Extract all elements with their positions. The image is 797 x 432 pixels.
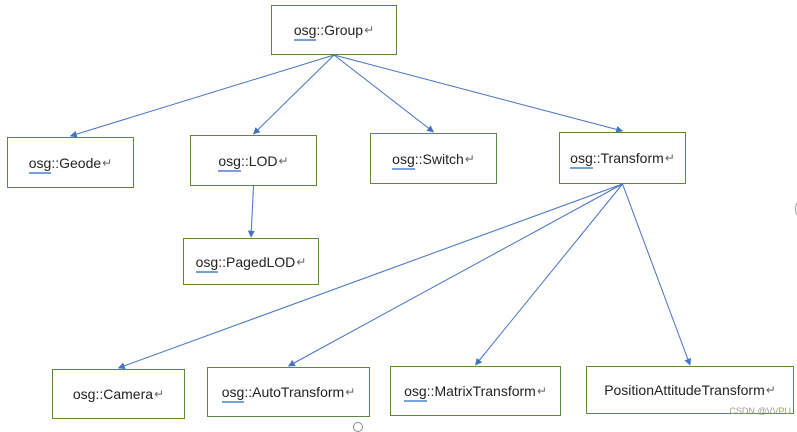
- node-label-prefix: osg: [293, 22, 317, 41]
- spellcheck-underline: [221, 401, 245, 403]
- node-osg-transform: osg::Transform↵: [559, 132, 686, 184]
- watermark: CSDN @VVPU: [729, 406, 791, 416]
- circle-fragment-icon: [353, 422, 363, 432]
- connector-group-to-geode: [69, 54, 335, 138]
- node-label: ::PagedLOD: [218, 253, 296, 270]
- connector-transform-to-pat: [622, 183, 692, 366]
- node-osg-camera: osg::Camera↵: [52, 369, 185, 419]
- connector-group-to-lod: [253, 54, 335, 135]
- spellcheck-underline: [570, 167, 593, 169]
- paragraph-mark: ↵: [464, 151, 475, 166]
- node-label: ::Geode: [51, 154, 102, 171]
- spellcheck-underline: [293, 39, 317, 41]
- node-osg-matrixtransform: osg::MatrixTransform↵: [390, 366, 561, 416]
- connector-group-to-switch: [333, 54, 435, 133]
- node-osg-lod: osg::LOD↵: [190, 135, 317, 186]
- node-label: ::Transform: [592, 150, 664, 166]
- node-label-prefix: osg: [404, 383, 427, 402]
- node-label-prefix: osg: [392, 151, 415, 170]
- node-label-prefix: osg: [28, 155, 52, 174]
- node-label-prefix: osg: [195, 254, 219, 273]
- node-label: ::Group: [316, 22, 364, 38]
- spellcheck-underline: [392, 167, 415, 170]
- paragraph-mark: ↵: [765, 383, 776, 397]
- node-osg-geode: osg::Geode↵: [7, 137, 134, 188]
- node-label: ::AutoTransform: [244, 384, 345, 400]
- connector-transform-to-autotransform: [287, 183, 623, 367]
- paragraph-mark: ↵: [296, 254, 307, 269]
- paragraph-mark: ↵: [345, 385, 356, 399]
- paragraph-mark: ↵: [102, 155, 113, 170]
- node-label: ::Switch: [414, 150, 464, 167]
- node-label: osg::Camera: [72, 386, 154, 402]
- spellcheck-underline: [218, 169, 241, 172]
- connector-transform-to-camera: [117, 183, 623, 370]
- node-label-prefix: osg: [570, 150, 593, 169]
- node-position-attitude-transform: PositionAttitudeTransform↵: [586, 366, 794, 414]
- edge-fragment-icon: [795, 203, 797, 215]
- node-label-prefix: osg: [221, 384, 245, 403]
- paragraph-mark: ↵: [364, 23, 375, 37]
- connector-transform-to-matrixtransform: [475, 183, 623, 366]
- node-label: ::LOD: [240, 152, 278, 169]
- node-label: ::MatrixTransform: [426, 383, 536, 399]
- connector-group-to-transform: [333, 54, 624, 133]
- node-osg-switch: osg::Switch↵: [370, 133, 497, 184]
- spellcheck-underline: [195, 270, 219, 273]
- connector-lod-to-pagedlod: [247, 185, 255, 238]
- node-osg-pagedlod: osg::PagedLOD↵: [183, 238, 319, 285]
- paragraph-mark: ↵: [154, 387, 165, 401]
- node-osg-group: osg::Group↵: [271, 5, 397, 55]
- spellcheck-underline: [404, 400, 427, 402]
- node-osg-autotransform: osg::AutoTransform↵: [207, 367, 370, 417]
- paragraph-mark: ↵: [278, 153, 289, 168]
- node-label-prefix: osg: [218, 153, 241, 172]
- paragraph-mark: ↵: [664, 151, 675, 165]
- node-label: PositionAttitudeTransform: [604, 382, 765, 398]
- paragraph-mark: ↵: [536, 384, 547, 398]
- spellcheck-underline: [28, 171, 52, 174]
